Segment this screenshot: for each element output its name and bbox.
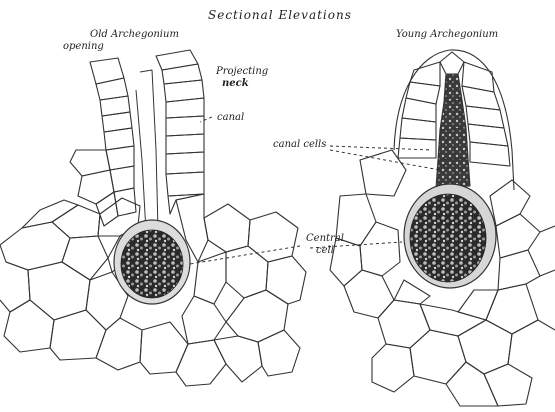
central-label: Central xyxy=(306,234,344,244)
figure-title: Sectional Elevations xyxy=(208,9,352,21)
cell-label: cell xyxy=(316,246,334,256)
opening-label: opening xyxy=(63,42,104,52)
young-central-cell xyxy=(404,184,496,288)
old-archegonium-label: Old Archegonium xyxy=(90,30,179,40)
projecting-label: Projecting xyxy=(216,67,268,77)
old-central-cell xyxy=(114,220,190,304)
canal-label: canal xyxy=(217,113,244,123)
canal-cells-label: canal cells xyxy=(273,140,326,150)
neck-label: neck xyxy=(222,79,249,89)
young-archegonium-label: Young Archegonium xyxy=(396,30,498,40)
young-archegonium-neck xyxy=(394,50,514,190)
